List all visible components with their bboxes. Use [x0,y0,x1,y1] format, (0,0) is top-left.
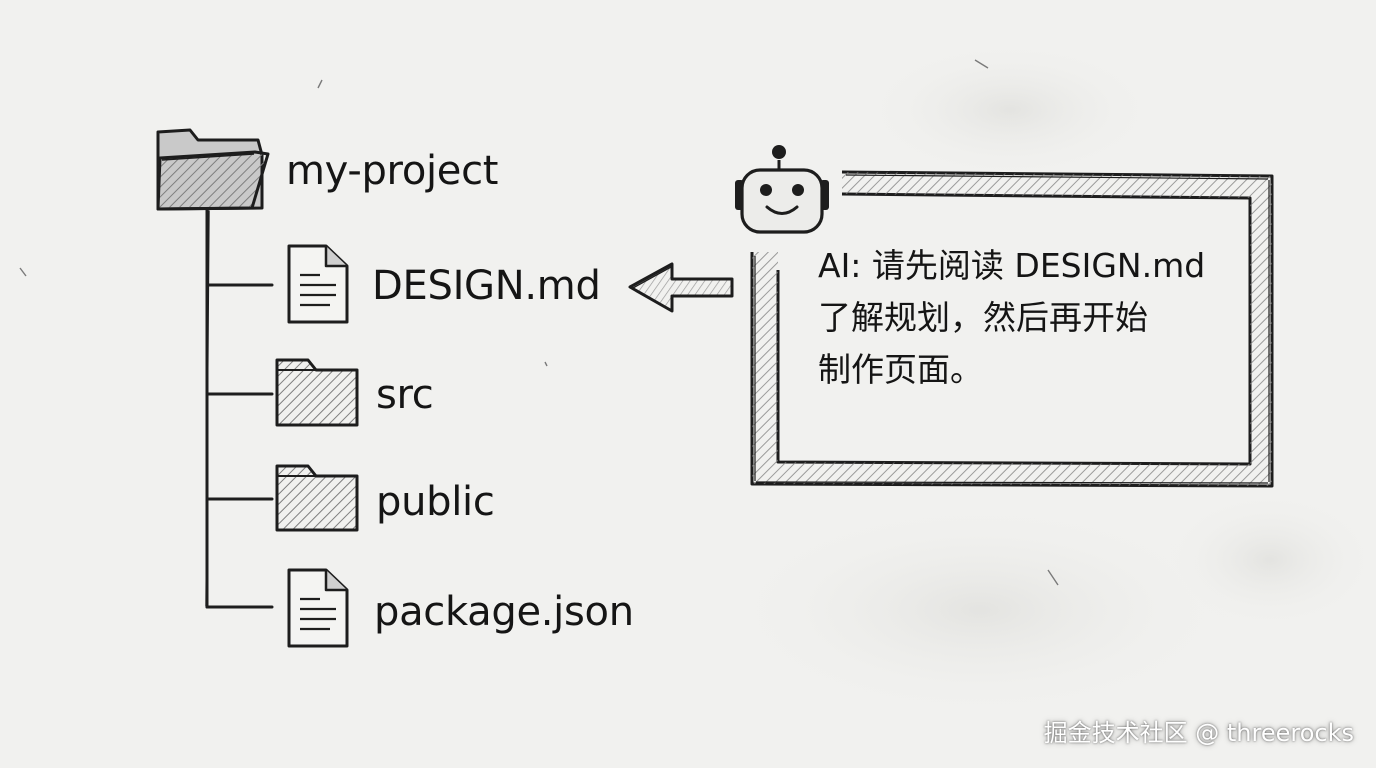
tree-item-public: public [376,479,495,525]
file-icon [287,244,349,324]
paper-smudge [1160,490,1376,630]
paper-smudge [860,40,1160,180]
tree-item-package-json: package.json [374,589,634,635]
tree-item-src: src [376,372,434,418]
robot-icon [735,145,829,234]
tree-item-design-md: DESIGN.md [372,263,601,309]
speech-bubble [750,170,1274,488]
watermark: 掘金技术社区 @ threerocks [1043,719,1354,747]
folder-icon [275,464,359,532]
tree-trunk-sketch [205,210,210,607]
arrow-left-icon [628,262,734,313]
paper-smudge [720,500,1240,720]
file-icon [287,568,349,648]
speech-bubble-text: AI: 请先阅读 DESIGN.md 了解规划，然后再开始 制作页面。 [818,246,1206,389]
paper-marks [19,59,1059,586]
tree-connectors [205,208,274,609]
folder-open-icon [156,128,270,211]
tree-root-label: my-project [286,148,499,194]
folder-icon [275,358,359,427]
